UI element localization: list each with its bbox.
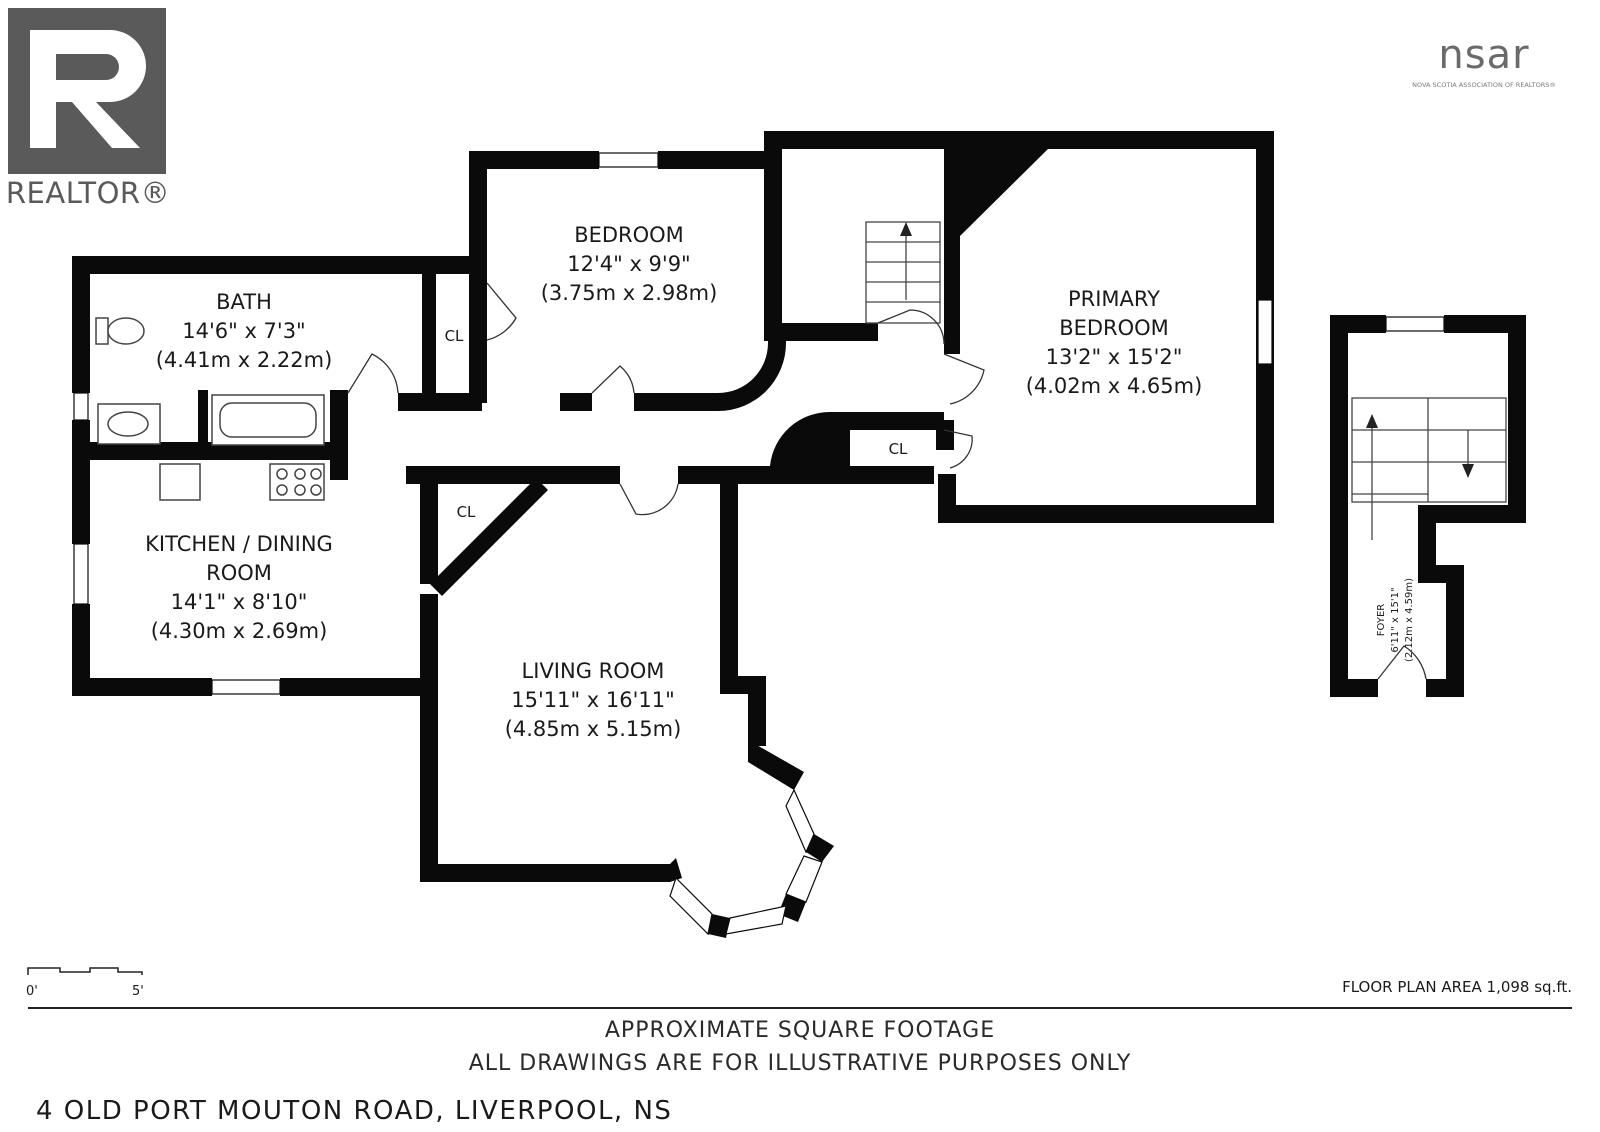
closet-label-hall: CL [457, 503, 476, 521]
toilet-bowl [107, 317, 145, 345]
primary-bedroom-label: PRIMARY BEDROOM 13'2" x 15'2" (4.02m x 4… [1026, 287, 1203, 398]
kitchen-label: KITCHEN / DINING ROOM 14'1" x 8'10" (4.3… [145, 532, 333, 643]
bedroom-imperial: 12'4" x 9'9" [567, 252, 690, 276]
bedroom-label: BEDROOM 12'4" x 9'9" (3.75m x 2.98m) [541, 223, 718, 305]
bath-imperial: 14'6" x 7'3" [182, 319, 305, 343]
realtor-logo: REALTOR® [6, 8, 170, 210]
primary-bedroom-imperial: 13'2" x 15'2" [1046, 345, 1183, 369]
bedroom-name: BEDROOM [574, 223, 684, 247]
realtor-wordmark: REALTOR® [6, 176, 170, 210]
fixtures [95, 317, 325, 501]
bath-label: BATH 14'6" x 7'3" (4.41m x 2.22m) [156, 290, 333, 372]
toilet-tank [95, 317, 109, 345]
living-room-name: LIVING ROOM [522, 659, 665, 683]
windows [73, 152, 1445, 936]
scale-start: 0' [26, 984, 38, 999]
living-room-metric: (4.85m x 5.15m) [505, 717, 682, 741]
primary-bedroom-metric: (4.02m x 4.65m) [1026, 374, 1203, 398]
foyer-label: FOYER 6'11" x 15'1" (2.12m x 4.59m) [1376, 578, 1415, 662]
foyer-name: FOYER [1376, 604, 1387, 637]
living-room-imperial: 15'11" x 16'11" [511, 688, 675, 712]
kitchen-sink [159, 463, 201, 501]
footer-line-2: ALL DRAWINGS ARE FOR ILLUSTRATIVE PURPOS… [468, 1051, 1132, 1076]
doors [347, 282, 1427, 680]
kitchen-name-2: ROOM [206, 561, 272, 585]
closet-label-primary: CL [889, 440, 908, 458]
primary-bedroom-name-2: BEDROOM [1059, 316, 1169, 340]
kitchen-name-1: KITCHEN / DINING [145, 532, 333, 556]
bedroom-metric: (3.75m x 2.98m) [541, 281, 718, 305]
nsar-subtext: NOVA SCOTIA ASSOCIATION OF REALTORS® [1412, 81, 1556, 89]
closet-labels: CL CL CL [445, 327, 908, 521]
closet-label-bath: CL [445, 327, 464, 345]
stairs [865, 221, 1507, 540]
bath-name: BATH [216, 290, 272, 314]
footer-divider [28, 1007, 1572, 1009]
foyer-imperial: 6'11" x 15'1" [1390, 587, 1401, 652]
foyer-metric: (2.12m x 4.59m) [1404, 578, 1415, 662]
nsar-wordmark: nsar [1438, 32, 1529, 78]
bath-metric: (4.41m x 2.22m) [156, 348, 333, 372]
kitchen-metric: (4.30m x 2.69m) [151, 619, 328, 643]
primary-bedroom-name-1: PRIMARY [1068, 287, 1160, 311]
scale-end: 5' [132, 984, 144, 999]
kitchen-imperial: 14'1" x 8'10" [171, 590, 308, 614]
property-address: 4 OLD PORT MOUTON ROAD, LIVERPOOL, NS [36, 1096, 673, 1126]
walls [72, 131, 1526, 938]
scale-bar: 0' 5' [26, 967, 144, 999]
footer-line-1: APPROXIMATE SQUARE FOOTAGE [604, 1018, 996, 1043]
bath-sink [97, 403, 161, 445]
living-room-label: LIVING ROOM 15'11" x 16'11" (4.85m x 5.1… [505, 659, 682, 741]
nsar-logo: nsar NOVA SCOTIA ASSOCIATION OF REALTORS… [1412, 32, 1556, 89]
floor-plan-area: FLOOR PLAN AREA 1,098 sq.ft. [1342, 978, 1572, 996]
